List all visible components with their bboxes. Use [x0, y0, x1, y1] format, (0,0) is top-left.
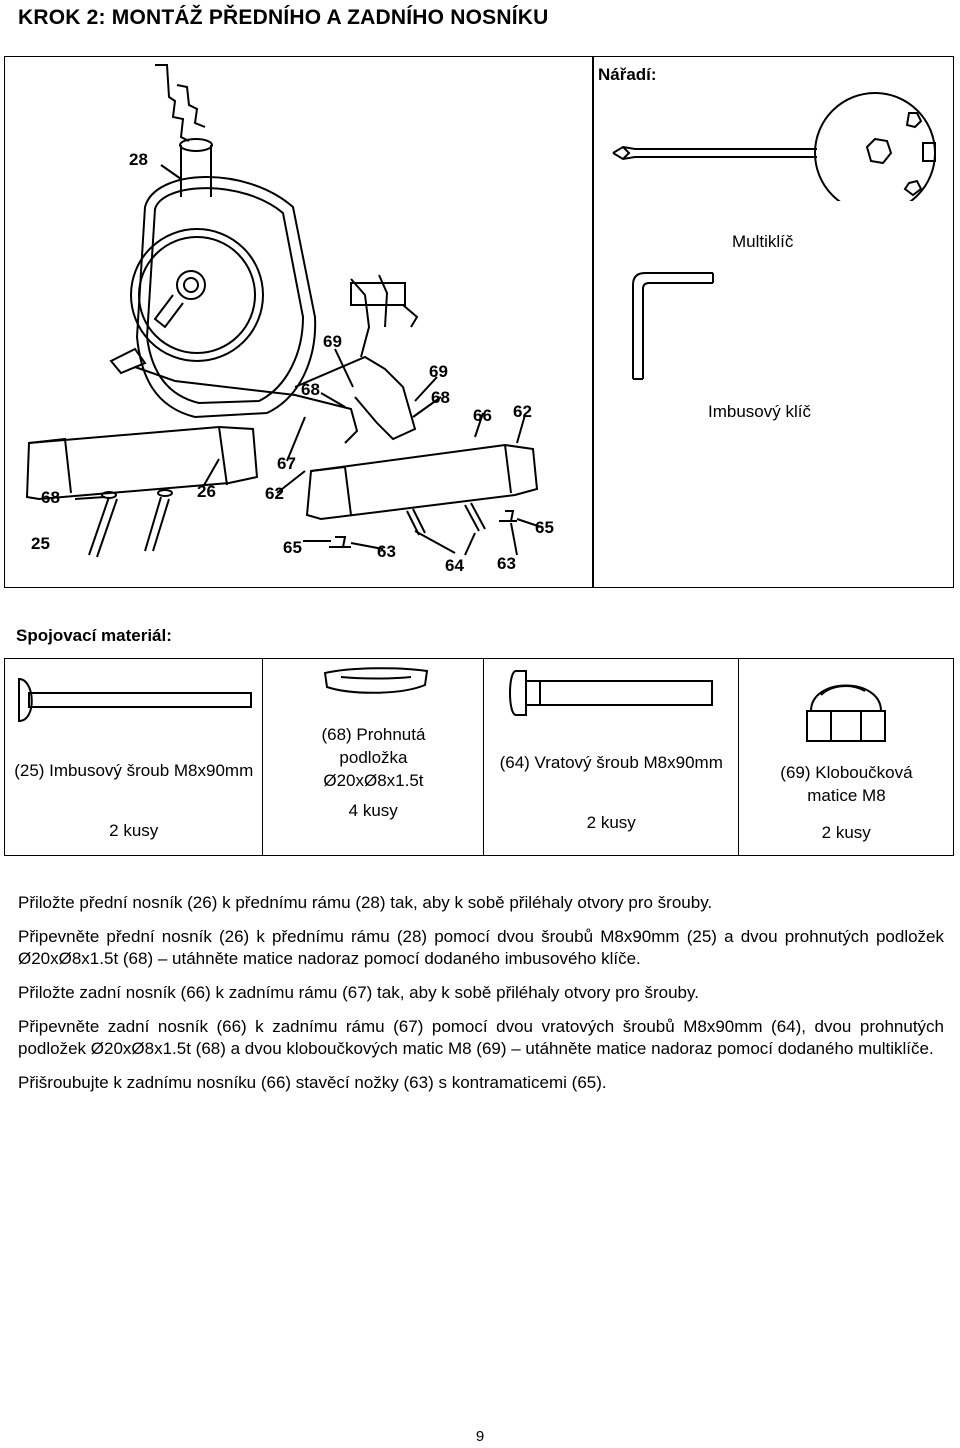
- fasteners-table: (25) Imbusový šroub M8x90mm 2 kusy (68) …: [4, 658, 954, 856]
- fastener-name: (25) Imbusový šroub M8x90mm: [14, 761, 254, 780]
- page-number: 9: [475, 1428, 485, 1445]
- fastener-qty: 2 kusy: [109, 821, 159, 840]
- multitool-icon: [612, 92, 936, 201]
- page-title: KROK 2: MONTÁŽ PŘEDNÍHO A ZADNÍHO NOSNÍK…: [18, 6, 549, 29]
- callout-62: 62: [265, 484, 284, 503]
- assembly-panel: 28 69 69 68 68 66 62 67 68 26 62 25 65 6…: [4, 56, 954, 588]
- allen-key-caption: Imbusový klíč: [708, 402, 811, 421]
- fastener-cell-25: (25) Imbusový šroub M8x90mm 2 kusy: [5, 659, 264, 855]
- callout-25: 25: [31, 534, 50, 553]
- fastener-name: (69) Kloboučková matice M8: [780, 763, 913, 805]
- callout-63: 63: [497, 554, 516, 573]
- callout-69: 69: [429, 362, 448, 381]
- cap-nut-icon: [806, 684, 887, 742]
- instruction-step: Přišroubujte k zadnímu nosníku (66) stav…: [18, 1073, 607, 1092]
- fasteners-heading: Spojovací materiál:: [16, 626, 172, 645]
- fastener-qty: 2 kusy: [821, 823, 871, 842]
- fastener-qty: 2 kusy: [586, 813, 636, 832]
- allen-key-icon: [632, 272, 714, 380]
- fastener-cell-68: (68) Prohnutá podložka Ø20xØ8x1.5t 4 kus…: [263, 659, 484, 855]
- fastener-cell-64: (64) Vratový šroub M8x90mm 2 kusy: [484, 659, 740, 855]
- callout-68: 68: [41, 488, 60, 507]
- callout-62: 62: [513, 402, 532, 421]
- panel-divider: [592, 57, 594, 587]
- bike-assembly-diagram: 28 69 69 68 68 66 62 67 68 26 62 25 65 6…: [25, 64, 554, 575]
- callout-66: 66: [473, 406, 492, 425]
- instruction-step: Připevněte přední nosník (26) k přednímu…: [18, 927, 944, 968]
- bolt-icon: [18, 677, 252, 723]
- callout-63: 63: [377, 542, 396, 561]
- callout-68: 68: [431, 388, 450, 407]
- instruction-step: Přiložte přední nosník (26) k přednímu r…: [18, 893, 713, 912]
- fastener-cell-69: (69) Kloboučková matice M8 2 kusy: [739, 659, 953, 855]
- callout-64: 64: [445, 556, 464, 575]
- instructions: Přiložte přední nosník (26) k přednímu r…: [18, 892, 944, 1106]
- callout-26: 26: [197, 482, 216, 501]
- fastener-name: (68) Prohnutá podložka Ø20xØ8x1.5t: [321, 725, 426, 790]
- callout-67: 67: [277, 454, 296, 473]
- carriage-bolt-icon: [508, 670, 713, 716]
- callout-69: 69: [323, 332, 342, 351]
- fastener-qty: 4 kusy: [348, 801, 398, 820]
- fastener-name: (64) Vratový šroub M8x90mm: [499, 753, 723, 772]
- curved-washer-icon: [324, 667, 429, 694]
- callout-65: 65: [283, 538, 302, 557]
- tools-heading: Nářadí:: [598, 65, 657, 84]
- callout-68: 68: [301, 380, 320, 399]
- multitool-caption: Multiklíč: [732, 232, 794, 251]
- callout-65: 65: [535, 518, 554, 537]
- callout-28: 28: [129, 150, 148, 169]
- instruction-step: Přiložte zadní nosník (66) k zadnímu rám…: [18, 983, 699, 1002]
- instruction-step: Připevněte zadní nosník (66) k zadnímu r…: [18, 1017, 944, 1058]
